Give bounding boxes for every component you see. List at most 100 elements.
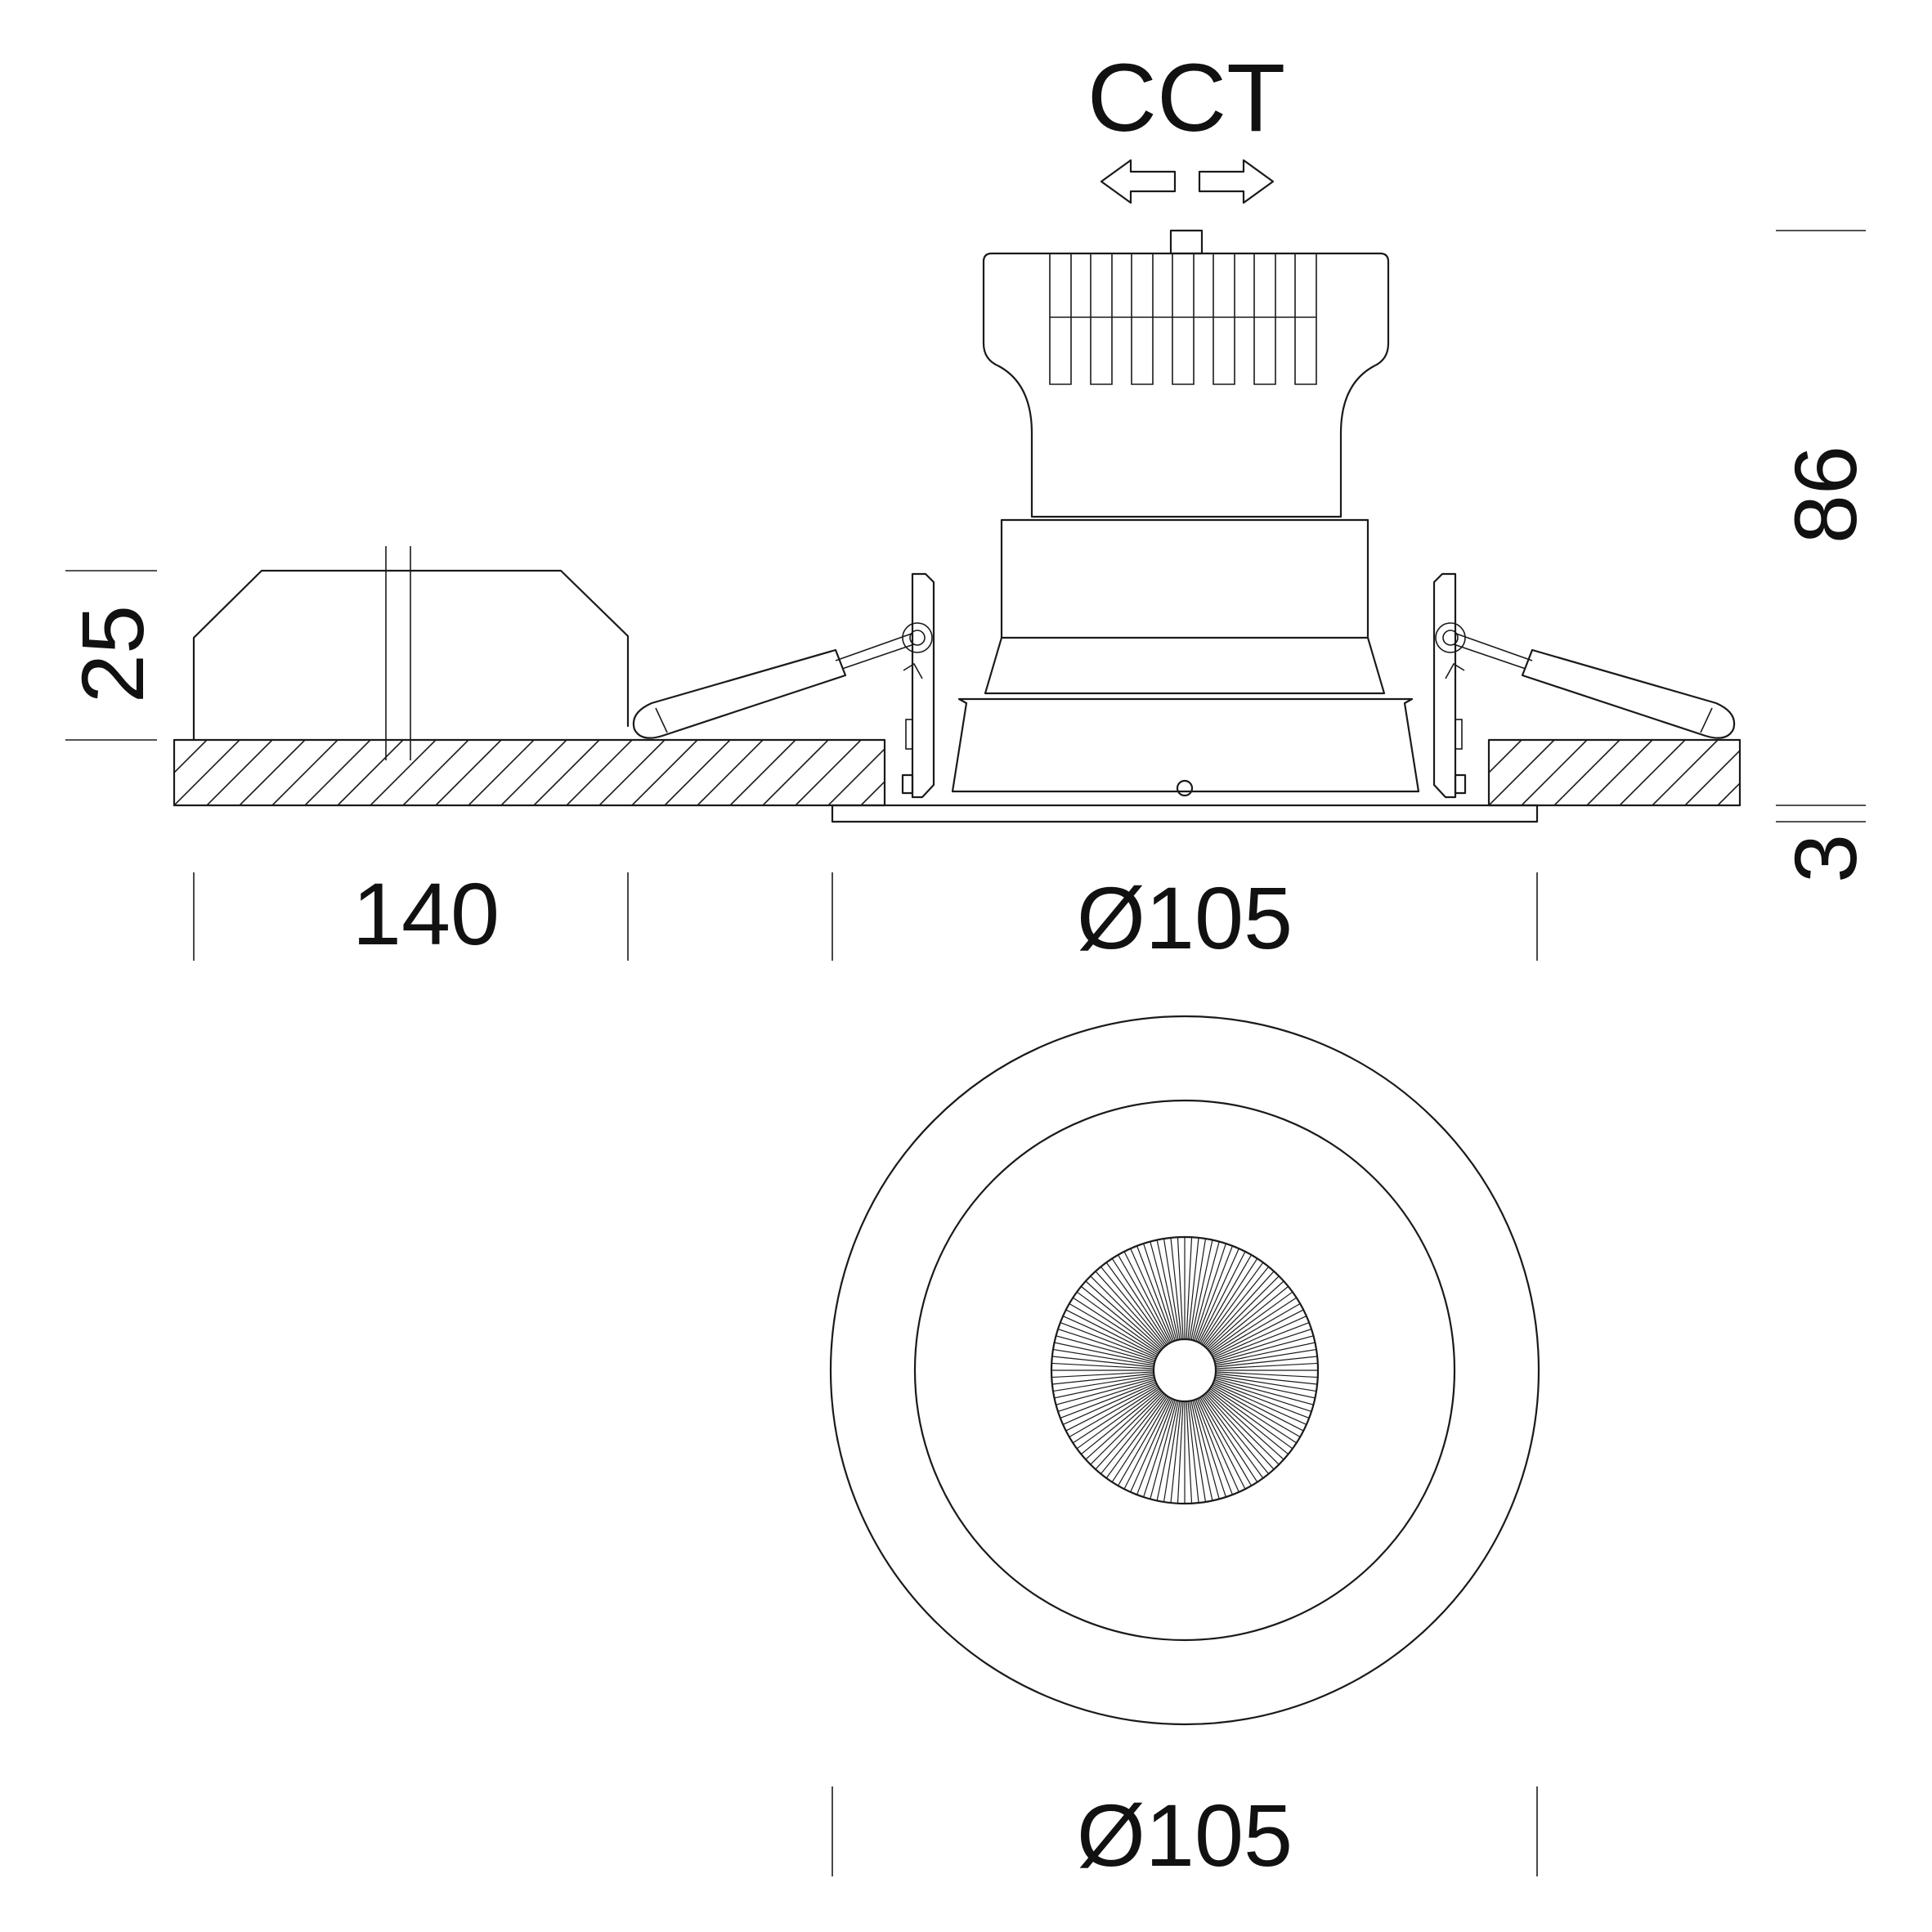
side-view: CCT — [63, 44, 1875, 967]
reflector-ray — [1208, 1288, 1298, 1354]
reflector-ray — [1060, 1307, 1159, 1358]
hatch-line — [1553, 740, 1620, 805]
reflector-ray — [1203, 1392, 1273, 1479]
reflector-ray — [1195, 1240, 1235, 1343]
reflector-ray — [1121, 1246, 1172, 1345]
reflector-ray — [1207, 1282, 1293, 1352]
hatch-line — [1489, 740, 1522, 774]
reflector-ray — [1207, 1388, 1293, 1459]
reflector-ray — [1209, 1384, 1306, 1441]
reflector-ray — [1141, 1398, 1177, 1503]
dimension-25: 25 — [63, 570, 162, 741]
reflector-ray — [1076, 1388, 1163, 1459]
reflector-ray — [1193, 1238, 1229, 1343]
reflector-ray — [1206, 1276, 1289, 1352]
cct-arrow-left-icon — [1100, 159, 1177, 204]
reflector-rays — [1051, 1237, 1318, 1504]
reflector-ray — [1102, 1257, 1168, 1347]
hatch-line — [1619, 740, 1686, 805]
reflector-ray — [1127, 1243, 1173, 1344]
reflector-ray — [1186, 1399, 1193, 1504]
hatch-line — [566, 740, 633, 805]
reflector-ray — [1196, 1396, 1242, 1498]
reflector-ray — [1213, 1355, 1318, 1368]
reflector-ray — [1068, 1386, 1161, 1447]
reflector-ray — [1051, 1362, 1156, 1369]
reflector-ray — [1148, 1237, 1178, 1343]
reflector-ray — [1190, 1399, 1214, 1504]
reflector-ray — [1204, 1266, 1279, 1349]
reflector-ray — [1114, 1395, 1171, 1491]
dimension-140: 140 — [193, 864, 629, 963]
reflector-ray — [1208, 1387, 1298, 1453]
hatch-line — [1750, 740, 1816, 805]
reflector-ray — [1199, 1395, 1255, 1491]
dimension-25-label: 25 — [63, 605, 162, 703]
reflector-ray — [1177, 1237, 1184, 1342]
cct-arrow-right-icon — [1198, 159, 1275, 204]
hatch-line — [1586, 740, 1653, 805]
hatch-line — [1489, 740, 1555, 805]
hatch-line — [500, 740, 567, 805]
reflector-ray — [1055, 1380, 1158, 1421]
hatch-line — [1684, 749, 1740, 805]
reflector-ray — [1108, 1253, 1169, 1347]
reflector-ray — [1208, 1293, 1302, 1355]
reflector-ray — [1195, 1397, 1235, 1500]
reflector-ray — [1121, 1396, 1172, 1495]
reflector-ray — [1096, 1262, 1167, 1348]
reflector-ray — [1086, 1271, 1164, 1350]
reflector-ray — [1187, 1237, 1200, 1342]
reflector-ray — [1127, 1396, 1173, 1498]
reflector-ray — [1148, 1398, 1178, 1504]
hatch-line — [762, 740, 829, 805]
module-body — [951, 518, 1420, 797]
hatch-line — [827, 747, 885, 805]
hatch-line — [206, 740, 273, 805]
hatch-line — [631, 740, 698, 805]
reflector-ray — [1197, 1396, 1248, 1495]
reflector-ray — [1072, 1288, 1162, 1354]
reflector-ray — [1204, 1392, 1279, 1474]
heat-sink-fins — [1049, 253, 1317, 385]
lens-circle — [1152, 1338, 1217, 1403]
reflector-ray — [1096, 1392, 1167, 1479]
reflector-ray — [1051, 1377, 1157, 1407]
hatch-line — [174, 740, 208, 774]
reflector-ray — [1076, 1282, 1163, 1352]
reflector-ray — [1209, 1300, 1306, 1356]
hatch-line — [697, 740, 764, 805]
hatch-line — [894, 740, 959, 805]
reflector-ray — [1091, 1266, 1166, 1349]
hatch-line — [435, 740, 502, 805]
reflector-ray — [1108, 1394, 1169, 1487]
reflector-ray — [1205, 1391, 1284, 1469]
reflector-ray — [1177, 1399, 1184, 1504]
hatch-line — [271, 740, 338, 805]
reflector-ray — [1072, 1387, 1162, 1453]
reflector-ray — [1057, 1382, 1159, 1428]
reflector-ray — [1189, 1399, 1208, 1504]
reflector-ray — [1169, 1399, 1182, 1504]
hatch-line — [1652, 740, 1719, 805]
reflector-ray — [1197, 1246, 1248, 1345]
dimension-diameter-top-label: Ø105 — [1077, 1786, 1293, 1885]
reflector-ray — [1051, 1373, 1156, 1386]
dimension-diameter-top: Ø105 — [832, 1786, 1538, 1885]
reflector-ray — [1206, 1389, 1289, 1464]
reflector-ray — [1051, 1374, 1156, 1393]
reflector-ray — [1213, 1374, 1318, 1393]
reflector-ray — [1186, 1237, 1193, 1342]
cct-label: CCT — [1087, 44, 1286, 152]
reflector-ray — [1057, 1313, 1159, 1359]
dimension-86: 86 — [1776, 230, 1875, 544]
dimension-140-label: 140 — [352, 864, 500, 963]
reflector-ray — [1213, 1375, 1318, 1400]
reflector-ray — [1169, 1237, 1182, 1342]
hatch-line — [304, 740, 371, 805]
reflector-ray — [1051, 1347, 1156, 1366]
reflector-ray — [1052, 1326, 1157, 1362]
reflector-ray — [1055, 1320, 1158, 1360]
hatch-line — [370, 740, 437, 805]
